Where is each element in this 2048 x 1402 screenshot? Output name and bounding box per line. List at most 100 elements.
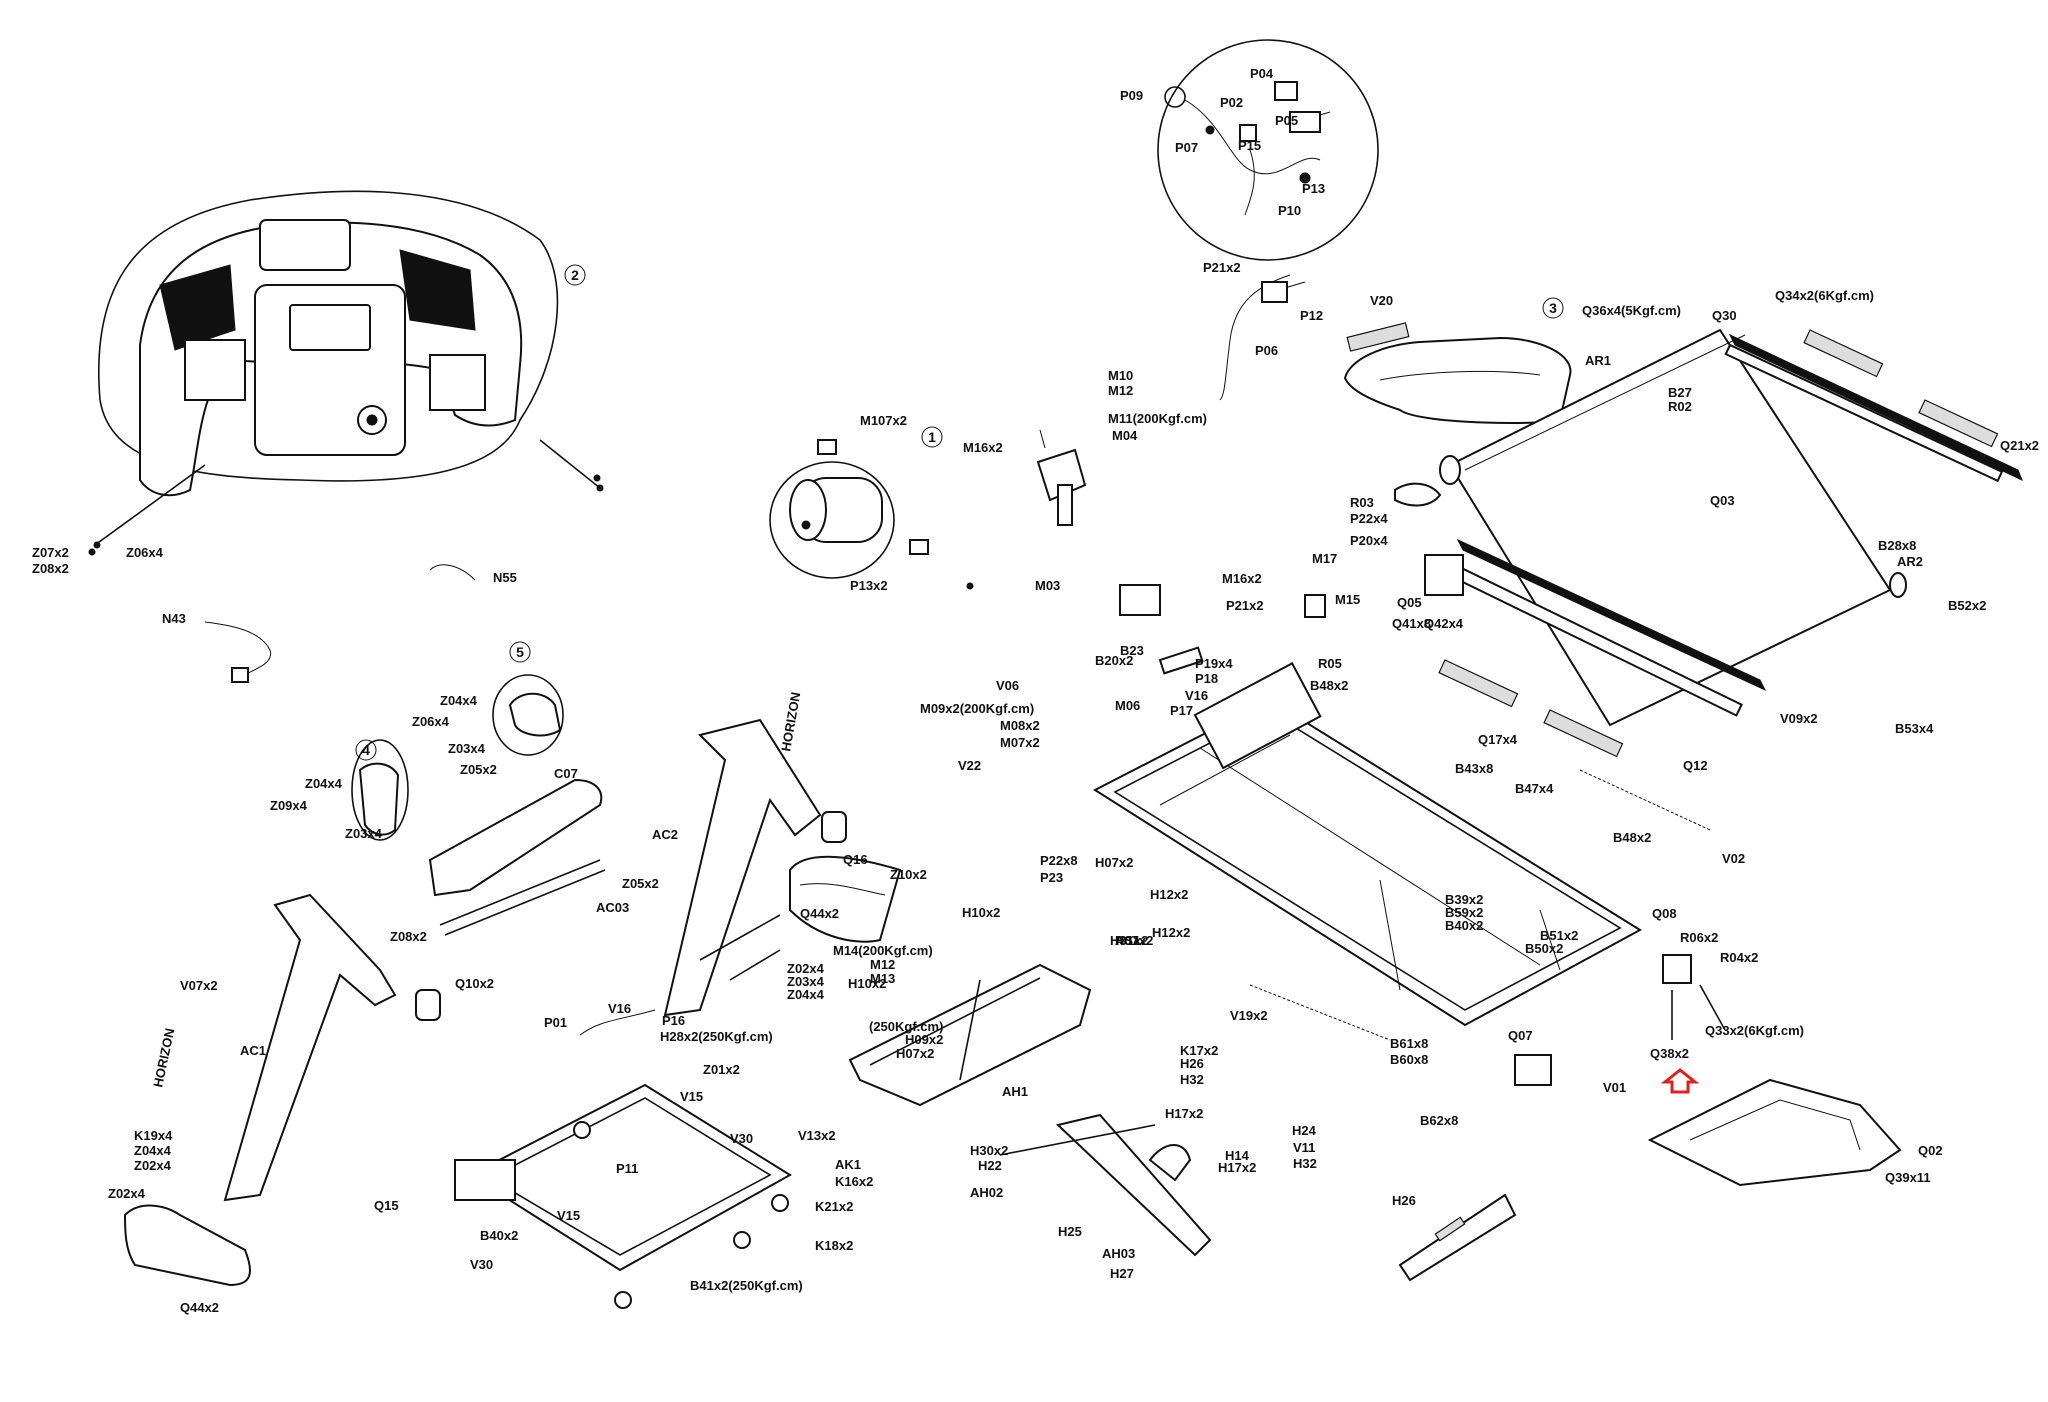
part-label: V09x2 — [1780, 711, 1818, 726]
part-label: Q21x2 — [2000, 438, 2039, 453]
part-label: M11(200Kgf.cm) — [1108, 411, 1207, 426]
rear-cap — [1398, 1193, 1517, 1282]
assembly-marker-3: 3 — [1542, 297, 1564, 319]
part-label: M15 — [1335, 592, 1360, 607]
part-label: V20 — [1370, 293, 1393, 308]
part-label: Q17x4 — [1478, 732, 1518, 747]
part-label: B39x2 — [1445, 892, 1483, 907]
part-label: N43 — [162, 611, 186, 626]
part-label: P22x4 — [1350, 511, 1388, 526]
part-label: P15 — [1238, 138, 1261, 153]
part-label: V11 — [1293, 1140, 1315, 1155]
part-label: P11 — [616, 1161, 638, 1176]
assembly-marker-4: 4 — [355, 739, 377, 761]
part-label: P09 — [1120, 88, 1143, 103]
part-label: H27 — [1110, 1266, 1134, 1281]
part-label: B62x8 — [1420, 1113, 1458, 1128]
part-label: M07x2 — [1000, 735, 1040, 750]
part-label: H07x2 — [896, 1046, 934, 1061]
assembly-marker-2: 2 — [564, 264, 586, 286]
handrail-assembly — [351, 674, 606, 936]
part-label: Q42x4 — [1424, 616, 1464, 631]
part-label: B47x4 — [1515, 781, 1554, 796]
part-label: M08x2 — [1000, 718, 1040, 733]
part-label: Z03x4 — [448, 741, 486, 756]
part-label: V16 — [1185, 688, 1208, 703]
part-label: M12 — [1108, 383, 1133, 398]
part-label: B40x2 — [480, 1228, 518, 1243]
part-label: AC2 — [652, 827, 678, 842]
part-label: P02 — [1220, 95, 1243, 110]
marker-text: 3 — [1549, 300, 1557, 316]
part-label: M09x2(200Kgf.cm) — [920, 701, 1034, 716]
part-label: Q05 — [1397, 595, 1422, 610]
part-label: M03 — [1035, 578, 1060, 593]
part-label: B43x8 — [1455, 761, 1493, 776]
base-frame — [454, 1083, 792, 1309]
lift-arm — [999, 1113, 1212, 1257]
part-label: P18 — [1195, 671, 1218, 686]
electronics-inset — [1157, 39, 1379, 261]
part-label: P04 — [1250, 66, 1274, 81]
part-label: P16 — [662, 1013, 685, 1028]
part-label: AS1 — [1115, 933, 1140, 948]
part-label: Q39x11 — [1885, 1170, 1931, 1185]
part-label: V01 — [1603, 1080, 1626, 1095]
part-label: (250Kgf.cm) — [869, 1019, 943, 1034]
part-label: Z06x4 — [126, 545, 164, 560]
part-label: P13 — [1302, 181, 1325, 196]
part-label: H10x2 — [962, 905, 1000, 920]
part-label: Z04x4 — [440, 693, 478, 708]
part-label: B48x2 — [1310, 678, 1348, 693]
part-label: Q34x2(6Kgf.cm) — [1775, 288, 1874, 303]
part-label: V19x2 — [1230, 1008, 1268, 1023]
part-label: V15 — [557, 1208, 580, 1223]
part-label: V02 — [1722, 851, 1745, 866]
part-label: Q44x2 — [180, 1300, 219, 1315]
part-label: Q33x2(6Kgf.cm) — [1705, 1023, 1804, 1038]
part-label: H22 — [978, 1158, 1002, 1173]
part-label: M16x2 — [1222, 571, 1262, 586]
part-label: H14 — [1225, 1148, 1250, 1163]
part-label: Z04x4 — [134, 1143, 172, 1158]
part-label: H30x2 — [970, 1143, 1008, 1158]
part-label: Z01x2 — [703, 1062, 740, 1077]
part-label: AC1 — [240, 1043, 266, 1058]
part-label: V30 — [730, 1131, 753, 1146]
part-label: H12x2 — [1150, 887, 1188, 902]
part-label: M107x2 — [860, 413, 907, 428]
part-label: H07x2 — [1095, 855, 1133, 870]
part-label: P10 — [1278, 203, 1301, 218]
part-label: B28x8 — [1878, 538, 1916, 553]
part-label: Z04x4 — [787, 987, 825, 1002]
part-label: M06 — [1115, 698, 1140, 713]
part-label: Q03 — [1710, 493, 1735, 508]
part-label: P23 — [1040, 870, 1063, 885]
part-label: B59x2 — [1445, 905, 1483, 920]
part-label: H12x2 — [1152, 925, 1190, 940]
part-label: P07 — [1175, 140, 1198, 155]
part-label: H17x2 — [1165, 1106, 1203, 1121]
part-label: R03 — [1350, 495, 1374, 510]
part-label: H31x2 — [1110, 933, 1148, 948]
part-label: B53x4 — [1895, 721, 1934, 736]
part-label: K17x2 — [1180, 1043, 1218, 1058]
part-label: K16x2 — [835, 1174, 873, 1189]
part-label: Z03x4 — [787, 974, 825, 989]
part-label: Z03x4 — [345, 826, 383, 841]
part-label: AH1 — [1002, 1084, 1028, 1099]
part-label: B50x2 — [1525, 941, 1563, 956]
cable-p06 — [1219, 274, 1306, 401]
part-label: AK1 — [835, 1157, 861, 1172]
part-label: P13x2 — [850, 578, 888, 593]
main-frame — [1092, 662, 1642, 1027]
upright-left — [123, 893, 441, 1287]
part-label: AH03 — [1102, 1246, 1135, 1261]
part-label: V22 — [958, 758, 981, 773]
part-label: Z05x2 — [622, 876, 659, 891]
marker-text: 4 — [362, 742, 370, 758]
part-label: V07x2 — [180, 978, 218, 993]
part-label: Q16 — [843, 852, 868, 867]
part-label: B23 — [1120, 643, 1144, 658]
